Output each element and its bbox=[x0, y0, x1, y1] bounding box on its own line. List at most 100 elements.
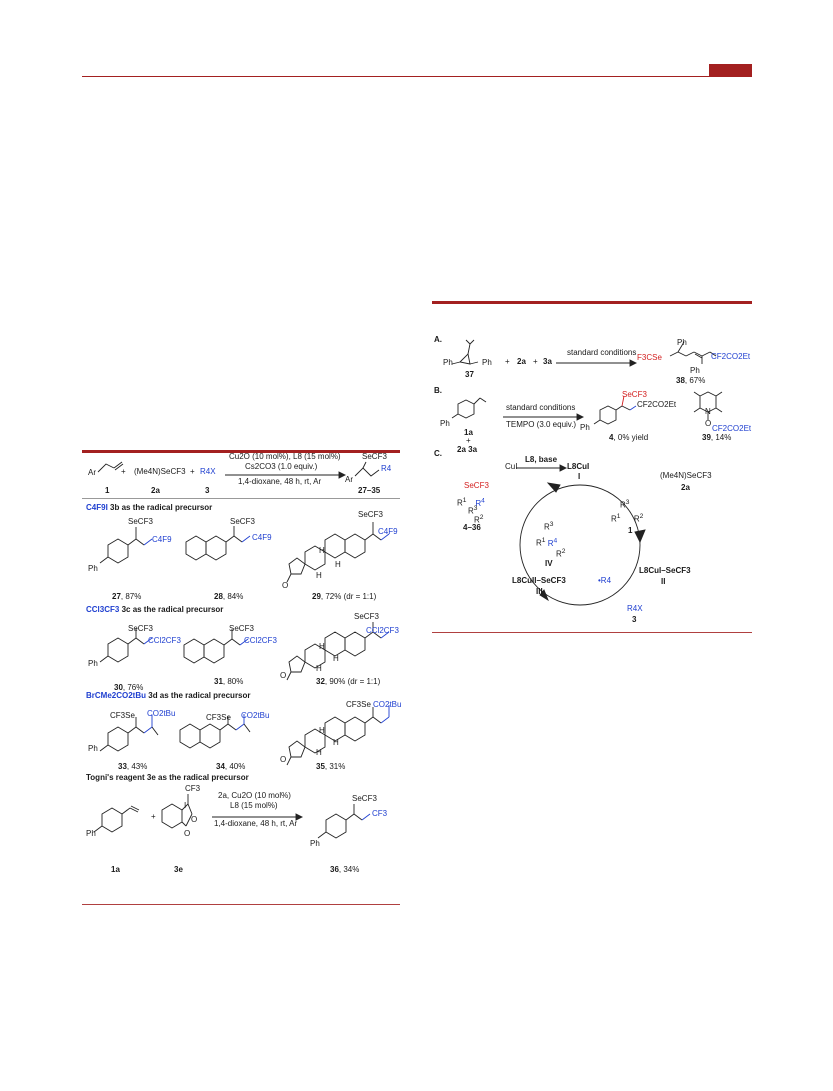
product-27-structure bbox=[99, 527, 153, 564]
product-29-structure bbox=[286, 522, 390, 583]
togni-condition-3: 1,4-dioxane, 48 h, rt, Ar bbox=[214, 819, 298, 828]
ph-label: Ph bbox=[482, 358, 492, 367]
cf3se-label: CF3Se bbox=[206, 713, 231, 722]
product-4-structure bbox=[593, 395, 637, 425]
ph-label: Ph bbox=[677, 338, 687, 347]
steroid-h-label: H bbox=[316, 748, 322, 757]
product-32-caption: 32, 90% (dr = 1:1) bbox=[316, 677, 381, 686]
n-label: N bbox=[705, 407, 711, 416]
reagent-3a-label: 3a bbox=[543, 357, 552, 366]
togni-reaction-arrow bbox=[212, 813, 304, 821]
steroid-h-label: H bbox=[316, 571, 322, 580]
product-36-structure bbox=[317, 804, 371, 839]
product-31-structure bbox=[183, 629, 249, 664]
condition-line-3: 1,4-dioxane, 48 h, rt, Ar bbox=[238, 477, 322, 486]
plus-sign: + bbox=[533, 357, 538, 366]
reagent-1-label: 1 bbox=[105, 486, 110, 495]
reagent-2a-label: 2a bbox=[517, 357, 526, 366]
product-r4: R4 bbox=[381, 464, 392, 473]
alkene-r1-r2-label: R1 R2 bbox=[611, 513, 644, 524]
product-36-caption: 36, 34% bbox=[330, 865, 360, 874]
co2tbu-label: CO2tBu bbox=[147, 709, 176, 718]
ccl2cf3-label: CCl2CF3 bbox=[148, 636, 181, 645]
secf3-label: SeCF3 bbox=[354, 612, 379, 621]
catalytic-cycle bbox=[519, 482, 646, 606]
product-4-caption: 4, 0% yield bbox=[609, 433, 649, 442]
standard-conditions-label: standard conditions bbox=[567, 348, 637, 357]
ph-label: Ph bbox=[88, 659, 98, 668]
ketone-o-label: O bbox=[282, 581, 289, 590]
togni-reagent-structure bbox=[161, 794, 193, 829]
product-38-caption: 38, 67% bbox=[676, 376, 706, 385]
product-r3-label: R3 bbox=[468, 505, 478, 516]
plus-sign: + bbox=[466, 436, 471, 445]
c4f9-label: C4F9 bbox=[252, 533, 272, 542]
secf3-label: SeCF3 bbox=[230, 517, 255, 526]
reagent-2a-label: 2a bbox=[681, 483, 690, 492]
section-heading-brcme2co2tbu: BrCMe2CO2tBu 3d as the radical precursor bbox=[86, 691, 251, 700]
section-heading-c4f9i: C4F9I 3b as the radical precursor bbox=[86, 503, 213, 512]
intermediate-iv-label: IV bbox=[545, 559, 553, 568]
ar-label: Ar bbox=[88, 468, 96, 477]
intermediate-iii-label: III bbox=[536, 587, 543, 596]
cf3se-label: CF3Se bbox=[346, 700, 371, 709]
r4x-3-label: 3 bbox=[632, 615, 637, 624]
togni-i-label: I bbox=[184, 801, 187, 810]
product-33-structure bbox=[99, 715, 159, 752]
intermediate-ii-label: II bbox=[661, 577, 666, 586]
arrow-a bbox=[556, 359, 638, 367]
styrene-1a-structure bbox=[451, 397, 487, 419]
reagent-1a-label: 1a bbox=[111, 865, 120, 874]
reagent-secf3: (Me4N)SeCF3 bbox=[134, 467, 186, 476]
product-secf3: SeCF3 bbox=[362, 452, 387, 461]
ph-label: Ph bbox=[310, 839, 320, 848]
product-32-structure bbox=[286, 622, 390, 681]
section-label-b: B. bbox=[434, 386, 442, 395]
ester-label: CF2CO2Et bbox=[711, 352, 751, 361]
product-ar: Ar bbox=[345, 475, 353, 484]
secf3-label: SeCF3 bbox=[128, 517, 153, 526]
ccl2cf3-label: CCl2CF3 bbox=[244, 636, 277, 645]
product-skeleton bbox=[354, 461, 380, 477]
reagent-secf3: (Me4N)SeCF3 bbox=[660, 471, 712, 480]
c4f9-label: C4F9 bbox=[378, 527, 398, 536]
secf3-label: SeCF3 bbox=[352, 794, 377, 803]
condition-line-2: Cs2CO3 (1.0 equiv.) bbox=[245, 462, 318, 471]
ph-label: Ph bbox=[440, 419, 450, 428]
compound-37-label: 37 bbox=[465, 370, 474, 379]
cyclopropane-37-structure bbox=[451, 339, 479, 365]
plus-sign: + bbox=[505, 357, 510, 366]
ccl2cf3-label: CCl2CF3 bbox=[366, 626, 399, 635]
reagent-2a-label: 2a bbox=[151, 486, 160, 495]
cf3-label: CF3 bbox=[372, 809, 388, 818]
ph-label: Ph bbox=[86, 829, 96, 838]
togni-condition-1: 2a, Cu2O (10 mol%) bbox=[218, 791, 291, 800]
ph-label: Ph bbox=[690, 366, 700, 375]
alkene-1-label: 1 bbox=[628, 526, 633, 535]
secf3-label: SeCF3 bbox=[128, 624, 153, 633]
product-35-structure bbox=[286, 705, 390, 766]
radical-r4: •R4 bbox=[598, 576, 612, 585]
scheme1-bottom-rule bbox=[82, 904, 400, 905]
product-35-caption: 35, 31% bbox=[316, 762, 346, 771]
product-38-structure bbox=[669, 341, 717, 364]
intermediate-i-label: I bbox=[578, 472, 581, 481]
alkene-r3-label: R3 bbox=[620, 499, 630, 510]
steroid-h-label: H bbox=[333, 654, 339, 663]
plus-sign: + bbox=[121, 467, 126, 476]
co2tbu-label: CO2tBu bbox=[373, 700, 402, 709]
reagents-2a-3a-label: 2a 3a bbox=[457, 445, 478, 454]
togni-o-label: O bbox=[191, 815, 198, 824]
ph-label: Ph bbox=[443, 358, 453, 367]
scheme1-top-rule bbox=[82, 450, 400, 453]
header-rule bbox=[82, 76, 752, 77]
section-heading-togni: Togni's reagent 3e as the radical precur… bbox=[86, 773, 249, 782]
o-label: O bbox=[705, 419, 712, 428]
togni-carbonyl-o: O bbox=[184, 829, 191, 838]
r4x-label: R4X bbox=[627, 604, 643, 613]
product-secf3: SeCF3 bbox=[464, 481, 489, 490]
reaction-arrow bbox=[225, 471, 347, 479]
ketone-o-label: O bbox=[280, 671, 287, 680]
reagent-r4x: R4X bbox=[200, 467, 216, 476]
ph-label: Ph bbox=[88, 744, 98, 753]
